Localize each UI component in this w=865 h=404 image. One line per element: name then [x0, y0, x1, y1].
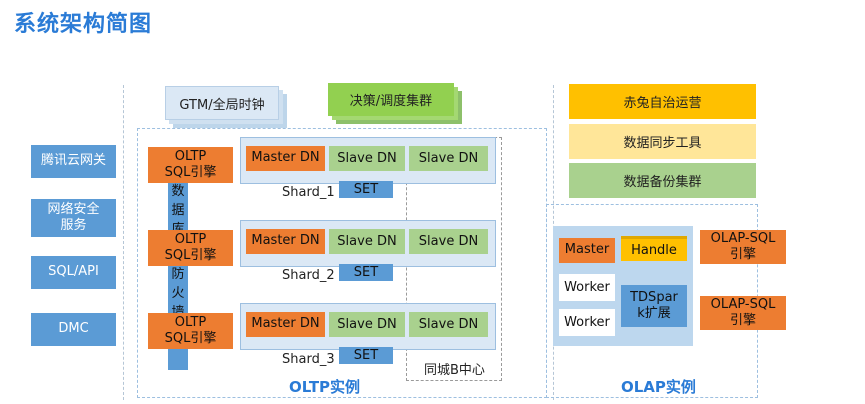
- slave-dn-label: Slave DN: [418, 317, 479, 332]
- worker-label: Worker: [564, 315, 610, 330]
- set-label: SET: [353, 265, 379, 280]
- gtm-box: GTM/全局时钟: [165, 86, 279, 120]
- set-label: SET: [353, 348, 379, 363]
- shard-2-label: Shard_2: [282, 268, 335, 283]
- oltp-engine-line1: OLTP: [174, 231, 207, 247]
- slave-dn-label: Slave DN: [337, 234, 397, 249]
- slave-dn-2a: Slave DN: [329, 229, 405, 254]
- dmc-box: DMC: [31, 313, 116, 346]
- same-city-label: 同城B中心: [424, 363, 485, 378]
- slave-dn-label: Slave DN: [337, 151, 397, 166]
- olap-engine-line2: 引擎: [729, 247, 756, 262]
- slave-dn-2b: Slave DN: [409, 229, 488, 254]
- master-dn-1: Master DN: [246, 146, 325, 171]
- scheduler-label: 决策/调度集群: [349, 94, 433, 109]
- set-2-box: SET: [339, 264, 393, 281]
- handle-label: Handle: [631, 242, 677, 258]
- oltp-sql-engine-3: OLTP SQL引擎: [148, 313, 233, 349]
- olap-master-label: Master: [564, 242, 610, 258]
- firewall-char: 数: [171, 184, 185, 199]
- firewall-char: 火: [171, 286, 185, 301]
- worker-box-1: Worker: [559, 274, 615, 301]
- dmc-label: DMC: [58, 321, 89, 337]
- page-title: 系统架构简图: [14, 12, 153, 37]
- shard-3-label: Shard_3: [282, 352, 335, 367]
- set-1-box: SET: [339, 181, 393, 198]
- olap-engine-line2: 引擎: [729, 313, 756, 328]
- oltp-engine-line2: SQL引擎: [164, 331, 217, 346]
- worker-box-2: Worker: [559, 309, 615, 336]
- shard-1-label: Shard_1: [282, 185, 335, 200]
- tdspark-box: TDSpar k扩展: [621, 285, 687, 327]
- scheduler-box: 决策/调度集群: [328, 83, 454, 116]
- slave-dn-1a: Slave DN: [329, 146, 405, 171]
- chitu-ops-box: 赤兔自治运营: [569, 84, 756, 119]
- oltp-engine-line1: OLTP: [174, 314, 207, 330]
- olap-engine-line1: OLAP-SQL: [710, 230, 776, 246]
- olap-sql-engine-2: OLAP-SQL 引擎: [700, 296, 786, 330]
- tdspark-line1: TDSpar: [630, 289, 678, 305]
- olap-sql-engine-1: OLAP-SQL 引擎: [700, 230, 786, 264]
- master-dn-label: Master DN: [251, 233, 320, 249]
- slave-dn-1b: Slave DN: [409, 146, 488, 171]
- master-dn-3: Master DN: [246, 312, 325, 337]
- master-dn-2: Master DN: [246, 229, 325, 254]
- olap-engine-line1: OLAP-SQL: [710, 296, 776, 312]
- backup-cluster-label: 数据备份集群: [623, 175, 702, 190]
- set-3-box: SET: [339, 347, 393, 364]
- firewall-char: 防: [171, 267, 185, 282]
- slave-dn-label: Slave DN: [337, 317, 397, 332]
- oltp-engine-line1: OLTP: [174, 148, 207, 164]
- oltp-instance-label: OLTP实例: [289, 378, 361, 396]
- divider-left: [123, 85, 124, 400]
- worker-label: Worker: [564, 280, 610, 295]
- slave-dn-3a: Slave DN: [329, 312, 405, 337]
- handle-box: Handle: [621, 236, 687, 261]
- oltp-engine-line2: SQL引擎: [164, 248, 217, 263]
- oltp-engine-line2: SQL引擎: [164, 165, 217, 180]
- firewall-char: 据: [171, 203, 185, 218]
- olap-instance-label: OLAP实例: [621, 378, 696, 396]
- chitu-ops-label: 赤兔自治运营: [623, 96, 702, 111]
- oltp-sql-engine-2: OLTP SQL引擎: [148, 230, 233, 266]
- master-dn-label: Master DN: [251, 316, 320, 332]
- gateway-box: 腾讯云网关: [31, 145, 116, 178]
- slave-dn-label: Slave DN: [418, 151, 479, 166]
- master-dn-label: Master DN: [251, 150, 320, 166]
- backup-cluster-box: 数据备份集群: [569, 163, 756, 198]
- oltp-sql-engine-1: OLTP SQL引擎: [148, 147, 233, 183]
- set-label: SET: [353, 182, 379, 197]
- sql-api-label: SQL/API: [48, 264, 99, 280]
- slave-dn-3b: Slave DN: [409, 312, 488, 337]
- data-sync-box: 数据同步工具: [569, 124, 756, 159]
- data-sync-label: 数据同步工具: [623, 136, 702, 151]
- network-security-box: 网络安全 服务: [31, 199, 116, 237]
- sql-api-box: SQL/API: [31, 256, 116, 289]
- slave-dn-label: Slave DN: [418, 234, 479, 249]
- network-security-line1: 网络安全: [47, 201, 100, 217]
- network-security-line2: 服务: [60, 218, 87, 233]
- gateway-label: 腾讯云网关: [40, 153, 106, 169]
- gtm-label: GTM/全局时钟: [179, 97, 265, 113]
- tdspark-line2: k扩展: [637, 306, 671, 321]
- olap-master-box: Master: [559, 238, 615, 263]
